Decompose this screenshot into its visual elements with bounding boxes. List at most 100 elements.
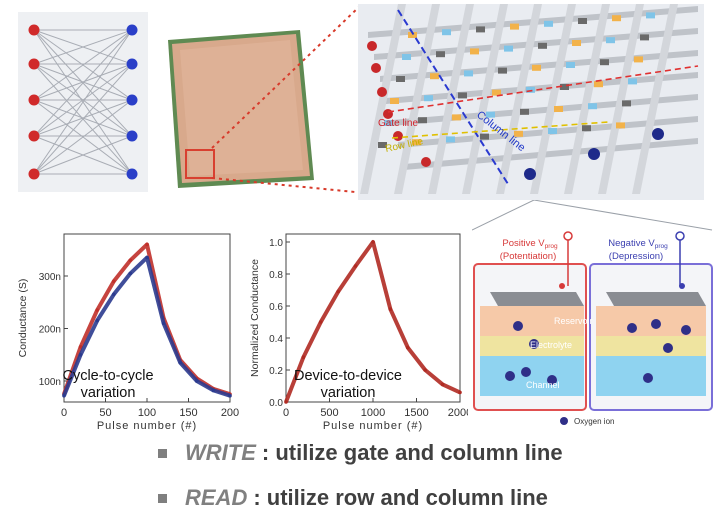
- bullet-square-icon: [158, 493, 167, 503]
- mechanism-panels: Positive Vprog (Potentiation) Negative V…: [472, 200, 713, 426]
- oxygen-ion-legend-icon: [560, 417, 568, 425]
- x-tick-label: 1000: [361, 407, 385, 419]
- data-point: [195, 379, 199, 383]
- memory-cell: [616, 122, 625, 129]
- memory-cell: [634, 56, 643, 63]
- memory-cell: [402, 54, 411, 60]
- oxygen-ion-legend-label: Oxygen ion: [574, 417, 614, 426]
- column-contact: [652, 128, 664, 140]
- y-tick-label: 0.0: [269, 398, 283, 409]
- data-point: [228, 393, 232, 398]
- crossbar-array-3d: Gate line Row line Column line: [358, 4, 704, 200]
- chart-annotation: variation: [321, 385, 376, 401]
- y-axis-label: Normalized Conductance: [249, 259, 261, 377]
- y-tick-label: 0.2: [269, 366, 283, 377]
- memory-cell: [430, 73, 439, 80]
- data-point: [78, 345, 83, 349]
- data-point: [95, 318, 99, 323]
- gate-contact: [421, 157, 431, 167]
- data-point: [284, 400, 288, 404]
- memory-cell: [640, 34, 649, 41]
- memory-cell: [412, 139, 421, 146]
- output-neuron: [126, 58, 138, 70]
- x-tick-label: 100: [138, 407, 156, 419]
- memory-cell: [464, 70, 473, 77]
- x-tick-label: 0: [283, 407, 289, 419]
- column-contact: [588, 148, 600, 160]
- gate-line-label: Gate line: [378, 118, 418, 129]
- memory-cell: [514, 130, 523, 137]
- column-contact: [524, 168, 536, 180]
- bullet-read: READ : utilize row and column line: [158, 485, 548, 511]
- data-point: [145, 255, 149, 260]
- input-neuron: [28, 168, 40, 180]
- memory-cell: [476, 26, 485, 33]
- x-tick-label: 150: [179, 407, 197, 419]
- data-point: [112, 279, 116, 284]
- memory-cell: [538, 42, 547, 49]
- x-tick-label: 200: [221, 407, 239, 419]
- data-point: [319, 320, 323, 324]
- bullet-square-icon: [158, 448, 167, 458]
- depression-label: (Depression): [609, 251, 663, 262]
- memory-cell: [560, 84, 569, 90]
- memory-cell: [582, 125, 591, 132]
- memory-cell: [594, 81, 603, 88]
- memory-cell: [622, 100, 631, 107]
- memory-cell: [510, 23, 519, 30]
- memory-cell: [504, 45, 513, 52]
- memory-cell: [480, 133, 489, 140]
- channel-label: Channel: [526, 380, 560, 390]
- y-tick-label: 200n: [39, 325, 61, 336]
- input-neuron: [28, 130, 40, 142]
- gate-contact: [367, 41, 377, 51]
- bullet-write: WRITE : utilize gate and column line: [158, 440, 563, 466]
- output-neuron: [126, 168, 138, 180]
- potentiation-label: (Potentiation): [500, 251, 557, 262]
- gate-line-highlight: [387, 65, 699, 113]
- input-neuron: [28, 24, 40, 36]
- memory-cell: [418, 117, 427, 124]
- data-point: [353, 264, 358, 268]
- data-point: [423, 368, 427, 372]
- bullet-keyword: READ: [185, 485, 248, 510]
- memory-cell: [486, 111, 495, 118]
- memory-cell: [588, 103, 597, 110]
- memory-cell: [446, 136, 455, 143]
- memory-cell: [378, 142, 387, 148]
- memory-cell: [436, 51, 445, 58]
- bullet-keyword: WRITE: [185, 440, 256, 465]
- zoom-box: [185, 149, 215, 179]
- x-tick-label: 500: [320, 407, 338, 419]
- data-point: [112, 292, 116, 297]
- column-line-highlight: [397, 9, 509, 185]
- input-neuron: [28, 94, 40, 106]
- x-tick-label: 50: [99, 407, 111, 419]
- memory-cell: [612, 15, 621, 22]
- memory-cell: [396, 76, 405, 82]
- negative-vprog-label: Negative Vprog: [608, 238, 668, 250]
- y-tick-label: 0.6: [269, 302, 283, 313]
- output-neuron: [126, 130, 138, 142]
- positive-panel: [473, 231, 587, 411]
- bullet-text: : utilize gate and column line: [261, 440, 563, 465]
- memory-cell: [544, 20, 553, 27]
- memory-cell: [442, 29, 451, 36]
- output-neuron: [126, 24, 138, 36]
- memory-cell: [600, 59, 609, 66]
- memory-cell: [554, 106, 563, 112]
- data-point: [145, 242, 149, 247]
- y-tick-label: 1.0: [269, 238, 283, 249]
- memory-cell: [526, 86, 535, 93]
- output-neuron: [126, 94, 138, 106]
- data-point: [371, 240, 375, 244]
- gate-contact: [377, 87, 387, 97]
- data-point: [336, 289, 340, 294]
- memory-cell: [578, 18, 587, 24]
- data-point: [388, 307, 393, 311]
- memory-cell: [408, 32, 417, 38]
- memory-cell: [492, 89, 501, 96]
- electrolyte-label: Electrolyte: [530, 340, 572, 350]
- memory-cell: [384, 120, 393, 126]
- memory-cell: [390, 98, 399, 104]
